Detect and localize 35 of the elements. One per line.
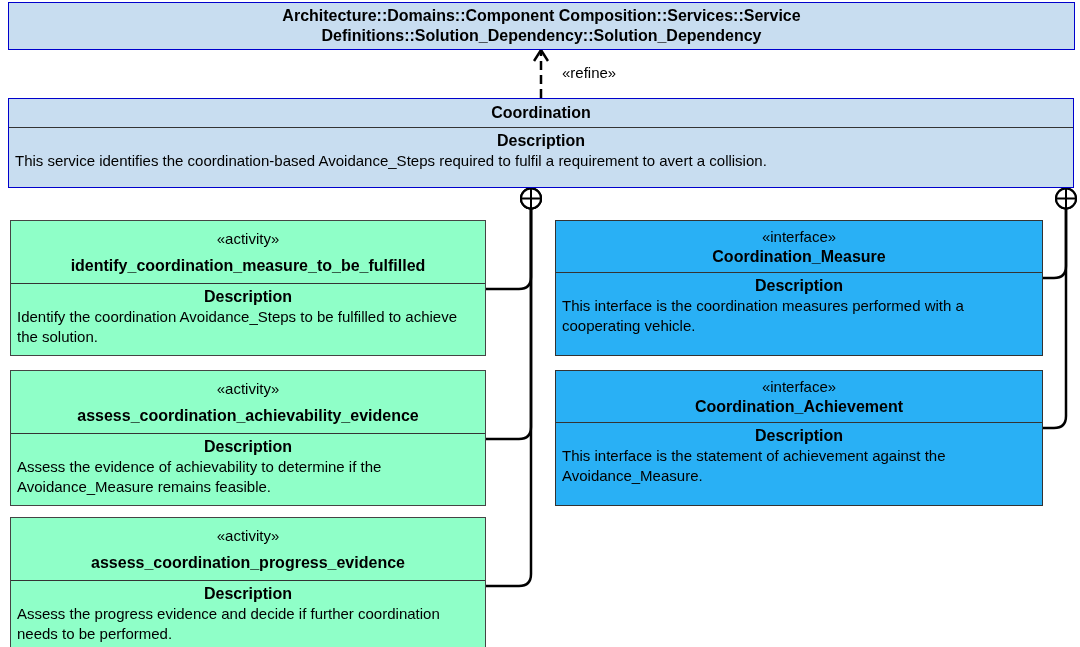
- edge-label: «refine»: [560, 64, 619, 81]
- section-heading: Description: [754, 426, 844, 446]
- stereotype: «activity»: [215, 378, 281, 399]
- section-heading: Description: [754, 276, 844, 296]
- class-name: Coordination_Achievement: [694, 396, 904, 417]
- class-box: [10, 370, 486, 506]
- class-name: identify_coordination_measure_to_be_fulfilled: [69, 255, 427, 276]
- section-heading: Description: [203, 584, 293, 604]
- class-name: assess_coordination_progress_evidence: [90, 552, 406, 573]
- dependency-arrow: [532, 48, 550, 98]
- class-box: [10, 517, 486, 647]
- section-heading: Description: [496, 131, 586, 151]
- description-text: This interface is the coordination measures performed with a cooperating vehicle.: [561, 296, 965, 336]
- class-name: Coordination: [490, 103, 592, 123]
- class-box: [555, 220, 1043, 356]
- class-box: [8, 2, 1075, 50]
- class-box: [555, 370, 1043, 506]
- stereotype: «interface»: [760, 226, 838, 247]
- class-name: assess_coordination_achievability_evidence: [76, 405, 420, 426]
- section-heading: Description: [203, 437, 293, 457]
- description-text: This interface is the statement of achievement against the Avoidance_Measure.: [561, 446, 947, 486]
- description-text: Identify the coordination Avoidance_Steps to be fulfilled to achieve the solution.: [16, 307, 459, 347]
- containment-connector: [1043, 187, 1077, 430]
- section-heading: Description: [203, 287, 293, 307]
- class-box: [10, 220, 486, 356]
- class-box: [8, 98, 1074, 188]
- stereotype: «activity»: [215, 228, 281, 249]
- class-title: Architecture::Domains::Component Composition::Services::Service Definitions::Solution_Dependency::Solution_Dependency: [281, 6, 802, 46]
- description-text: This service identifies the coordination-based Avoidance_Steps required to fulfil a requirement to avert a collision.: [14, 151, 768, 171]
- description-text: Assess the progress evidence and decide if further coordination needs to be performed.: [16, 604, 441, 644]
- class-name: Coordination_Measure: [711, 246, 887, 267]
- containment-connector: [486, 187, 542, 588]
- stereotype: «interface»: [760, 376, 838, 397]
- description-text: Assess the evidence of achievability to determine if the Avoidance_Measure remains feasible.: [16, 457, 383, 497]
- stereotype: «activity»: [215, 525, 281, 546]
